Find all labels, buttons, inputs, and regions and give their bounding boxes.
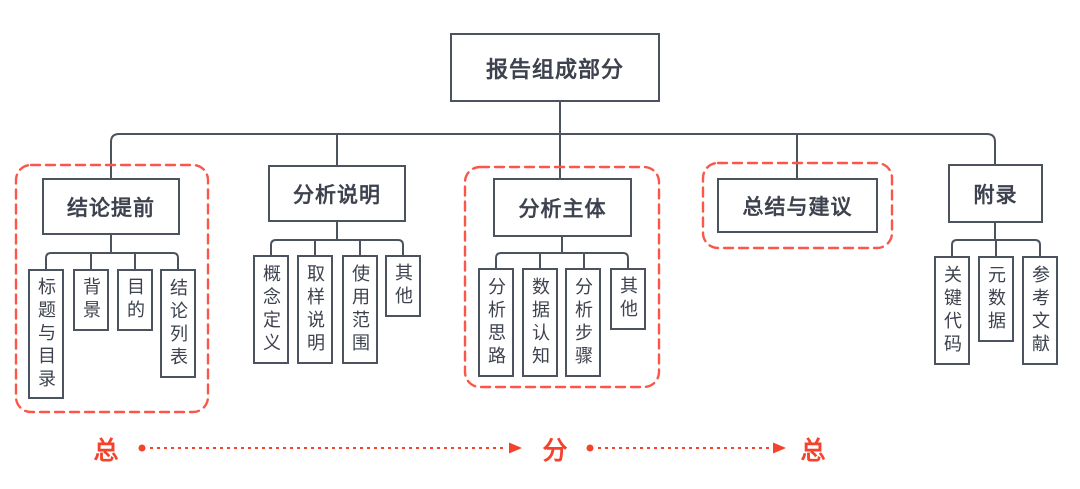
node-other-analysis-body: 其他 <box>610 268 646 330</box>
flow-label-general-start: 总 <box>93 437 119 465</box>
node-metadata: 元数据 <box>978 256 1014 342</box>
flow-arrows <box>138 442 786 454</box>
node-analysis-steps: 分析步骤 <box>565 268 601 377</box>
node-usage-scope: 使用范围 <box>342 255 378 364</box>
wire-branch5-rail <box>951 239 1041 256</box>
node-title-and-toc: 标题与目录 <box>28 269 64 399</box>
wire-branch1-rail <box>45 252 179 269</box>
node-conclusion-list: 结论列表 <box>160 269 196 378</box>
node-analysis-approach: 分析思路 <box>478 268 514 377</box>
node-background: 背景 <box>73 269 109 331</box>
flow-label-general-end: 总 <box>800 437 826 465</box>
wire-branch2-rail <box>270 239 404 255</box>
node-key-code: 关键代码 <box>934 256 970 365</box>
node-sampling-notes: 取样说明 <box>297 255 333 364</box>
node-purpose: 目的 <box>117 269 153 331</box>
node-summary-suggestions: 总结与建议 <box>717 178 878 233</box>
flow-arrow-1-start-dot <box>138 444 146 452</box>
wire-branch3-rail <box>495 252 629 268</box>
flow-label-specific: 分 <box>542 437 568 465</box>
node-analysis-notes: 分析说明 <box>268 165 406 222</box>
node-report-components: 报告组成部分 <box>450 33 660 102</box>
node-analysis-body: 分析主体 <box>493 178 632 237</box>
wire-top-rail <box>110 133 996 178</box>
node-conclusion-first: 结论提前 <box>42 178 180 235</box>
flow-arrow-1-head <box>509 442 522 454</box>
node-data-understanding: 数据认知 <box>522 268 558 377</box>
node-appendix: 附录 <box>948 164 1043 223</box>
node-other-analysis-notes: 其他 <box>385 255 421 317</box>
node-references: 参考文献 <box>1022 256 1058 365</box>
flow-arrow-2-start-dot <box>586 444 594 452</box>
flow-arrow-2-head <box>773 442 786 454</box>
node-concept-definition: 概念定义 <box>253 255 289 364</box>
